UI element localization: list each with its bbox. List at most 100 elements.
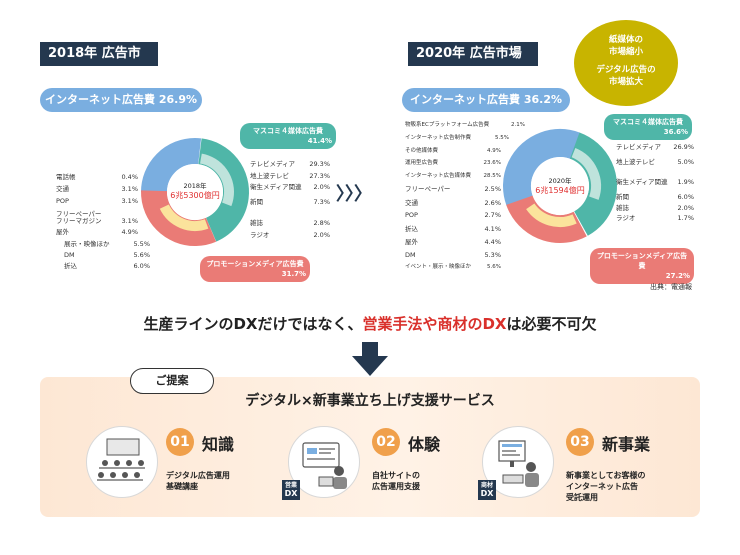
promo-name-2018: プロモーションメディア広告費 [206, 260, 304, 268]
row: フリーペーパー [56, 210, 102, 218]
service-desc-line: 新事業としてお客様の [566, 471, 646, 480]
masscomi-label-2020: マスコミ４媒体広告費 36.6% [604, 114, 692, 140]
service-desc-line: 自社サイトの [372, 471, 420, 480]
service-desc-line: 受託運用 [566, 493, 598, 502]
masscomi-name-2018: マスコミ４媒体広告費 [253, 127, 323, 135]
service-number: 02 [372, 428, 400, 456]
bubble-line: 市場拡大 [608, 77, 643, 87]
proposal-tag-label: ご提案 [155, 374, 189, 387]
masscomi-value-2020: 36.6% [663, 128, 688, 136]
service-desc-line: 広告運用支援 [372, 482, 420, 491]
service-desc-line: 基礎講座 [166, 482, 198, 491]
badge-line: 営業 [284, 482, 297, 489]
service-title: 体験 [408, 435, 441, 454]
promo-label-2018: プロモーションメディア広告費 31.7% [200, 256, 310, 282]
badge-line: DX [480, 489, 494, 498]
internet-label-2018: インターネット広告費 26.9% [40, 88, 202, 112]
center-year-2020: 2020年 [548, 177, 572, 185]
remote-work-icon [498, 440, 539, 487]
trend-bubble: 紙媒体の 市場縮小 デジタル広告の 市場拡大 [574, 20, 678, 106]
web-analytics-icon [302, 442, 347, 489]
promo-label-2020: プロモーションメディア広告費 27.2% [590, 248, 694, 284]
masscomi-value-2018: 41.4% [307, 137, 332, 145]
service-desc-line: インターネット広告 [566, 482, 638, 491]
service-desc: 自社サイトの 広告運用支援 [372, 470, 420, 492]
sales-dx-badge: 営業 DX [282, 480, 300, 500]
headline-red: 営業手法や商材のDX [362, 315, 507, 333]
chart-title-2018: 2018年 広告市場 [40, 42, 158, 85]
badge-line: 商材 [480, 482, 493, 489]
proposal-tag: ご提案 [130, 368, 214, 394]
headline: 生産ラインのDXだけではなく、営業手法や商材のDXは必要不可欠 [0, 313, 740, 334]
center-label-2020: 2020年 6兆1594億円 [530, 177, 590, 195]
donut-2020 [503, 129, 617, 243]
internet-label-2020: インターネット広告費 36.2% [402, 88, 570, 112]
headline-black: 生産ラインのDXだけではなく、 [143, 315, 363, 333]
promo-value-2018: 31.7% [281, 270, 306, 278]
bubble-line: 紙媒体の [608, 35, 643, 45]
badge-line: DX [284, 489, 298, 498]
promo-name-2020: プロモーションメディア広告費 [596, 252, 688, 270]
center-amount-2018: 6兆5300億円 [170, 191, 220, 200]
service-title: 知識 [202, 435, 235, 454]
center-amount-2020: 6兆1594億円 [535, 186, 585, 195]
promo-value-2020: 27.2% [665, 272, 690, 280]
seminar-icon [97, 438, 145, 481]
down-arrow-icon [352, 342, 388, 376]
bubble-line: デジタル広告の [596, 65, 656, 75]
service-desc-line: デジタル広告運用 [166, 471, 230, 480]
service-number: 03 [566, 428, 594, 456]
chart-title-2020: 2020年 広告市場 [408, 42, 538, 66]
service-desc: デジタル広告運用 基礎講座 [166, 470, 230, 492]
masscomi-label-2018: マスコミ４媒体広告費 41.4% [240, 123, 336, 149]
service-number: 01 [166, 428, 194, 456]
masscomi-name-2020: マスコミ４媒体広告費 [613, 118, 683, 126]
service-title: 新事業 [602, 435, 651, 454]
headline-tail: は必要不可欠 [506, 315, 597, 333]
service-desc: 新事業としてお客様の インターネット広告 受託運用 [566, 470, 646, 503]
proposal-title: デジタル×新事業立ち上げ支援サービス [245, 393, 495, 409]
service-illustration-experience [288, 426, 360, 498]
donut-2018 [141, 138, 249, 246]
service-illustration-knowledge [86, 426, 158, 498]
center-label-2018: 2018年 6兆5300億円 [165, 182, 225, 200]
source-note: 出典：電通報 [650, 283, 692, 291]
product-dx-badge: 商材 DX [478, 480, 496, 500]
